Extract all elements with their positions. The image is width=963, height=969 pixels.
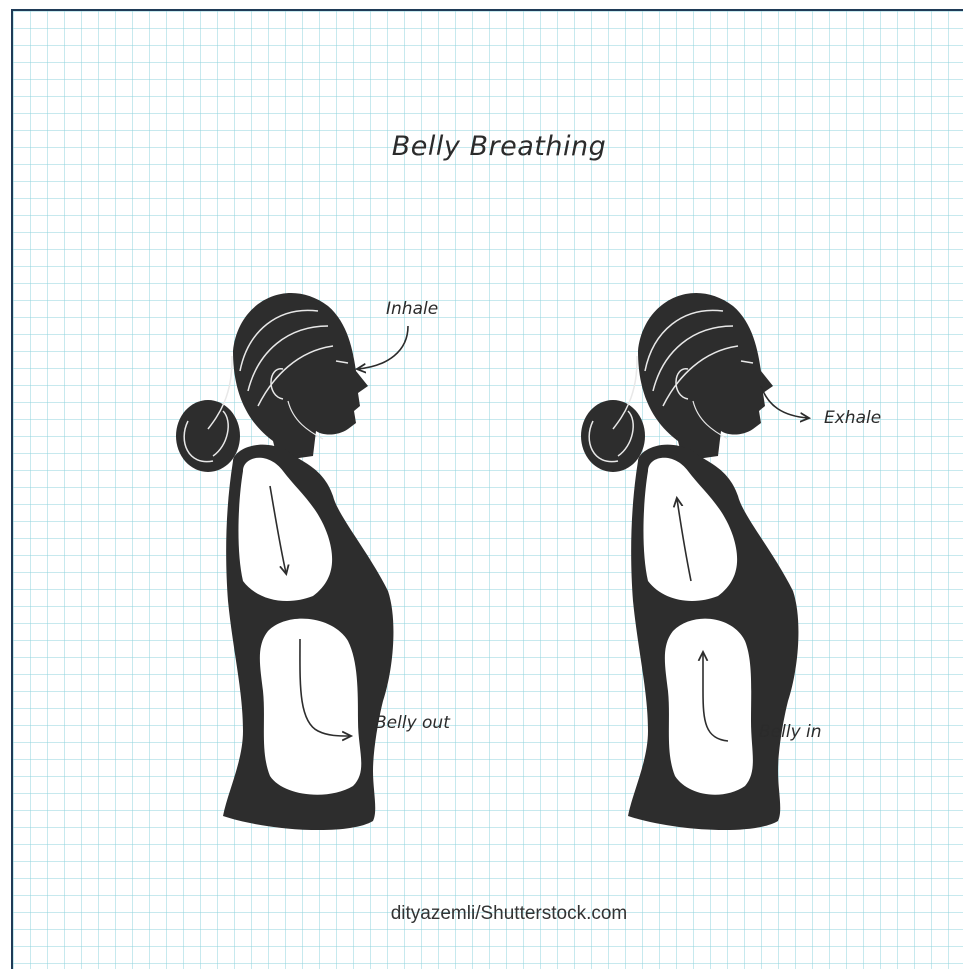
belly-out-label: Belly out: [375, 713, 451, 733]
diagram-frame: Belly Breathing Inhale Belly out: [11, 9, 963, 969]
belly-breathing-diagram: Belly Breathing Inhale Belly out: [13, 11, 963, 969]
belly-shape-left: [260, 619, 361, 795]
belly-in-label: Belly in: [759, 722, 822, 742]
diagram-title: Belly Breathing: [392, 131, 606, 162]
belly-shape-right: [665, 619, 753, 795]
image-credit: dityazemli/Shutterstock.com: [391, 903, 628, 924]
inhale-label: Inhale: [386, 299, 438, 319]
exhale-label: Exhale: [824, 408, 881, 428]
